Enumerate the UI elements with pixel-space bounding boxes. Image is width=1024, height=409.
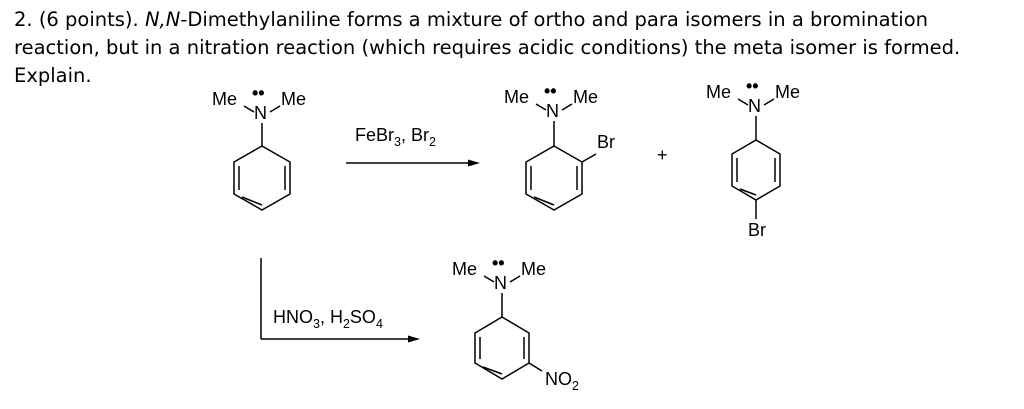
- bromination-step: FeBr3, Br2: [346, 125, 480, 167]
- nitrogen-label: N: [494, 273, 507, 293]
- lone-pair: ••: [252, 83, 265, 103]
- bromination-reagents: FeBr3, Br2: [355, 125, 436, 149]
- starting-material: Me •• N Me: [212, 83, 306, 211]
- methyl-label-left: Me: [452, 259, 477, 279]
- ortho-product: Me •• N Me Br: [504, 81, 615, 211]
- benzene-ring: [731, 98, 781, 219]
- benzene-ring: [525, 103, 597, 211]
- nitrogen-label: N: [748, 96, 761, 116]
- bromine-label: Br: [597, 132, 615, 152]
- nitro-label: NO2: [545, 369, 579, 393]
- benzene-ring: [233, 105, 291, 211]
- arrow-head: [468, 159, 480, 167]
- question-points: (6 points).: [38, 8, 139, 31]
- plus-sign: +: [657, 145, 668, 165]
- methyl-label-right: Me: [281, 89, 306, 109]
- methyl-label-left: Me: [706, 82, 731, 102]
- meta-product: Me •• N Me NO2: [452, 253, 579, 393]
- compound-prefix: N,N: [144, 8, 181, 31]
- bromine-label: Br: [748, 220, 766, 240]
- nitrogen-label: N: [254, 103, 267, 123]
- para-product: Me •• N Me Br: [706, 76, 800, 240]
- nitrogen-label: N: [546, 101, 559, 121]
- methyl-label-right: Me: [521, 259, 546, 279]
- lone-pair: ••: [544, 81, 557, 101]
- benzene-ring: [474, 275, 543, 380]
- lone-pair: ••: [746, 76, 759, 96]
- lone-pair: ••: [492, 253, 505, 273]
- methyl-label-right: Me: [573, 87, 598, 107]
- question-text: 2. (6 points). N,N-Dimethylaniline forms…: [14, 6, 1014, 90]
- methyl-label-right: Me: [775, 82, 800, 102]
- nitration-reagents: HNO3, H2SO4: [273, 307, 383, 331]
- question-number: 2.: [14, 8, 33, 31]
- methyl-label-left: Me: [212, 89, 237, 109]
- nitration-step: HNO3, H2SO4: [260, 258, 420, 343]
- methyl-label-left: Me: [504, 87, 529, 107]
- question-body: -Dimethylaniline forms a mixture of orth…: [14, 8, 961, 87]
- arrow-head: [408, 335, 420, 343]
